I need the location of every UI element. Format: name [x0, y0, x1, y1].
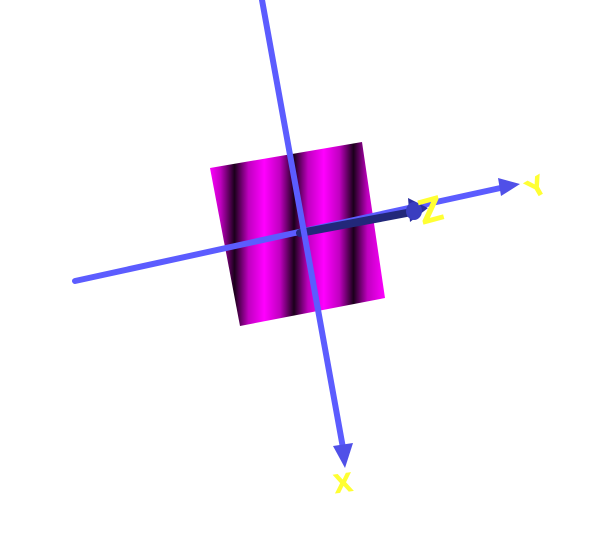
z-axis-line — [296, 208, 416, 237]
y-axis-arrowhead — [498, 178, 520, 196]
z-axis-label: Z — [414, 189, 448, 234]
y-axis-label: Y — [520, 170, 553, 206]
x-axis-arrowhead — [333, 443, 353, 468]
x-axis-line — [259, 0, 346, 451]
x-axis-label: X — [331, 468, 355, 500]
y-axis-line — [72, 184, 508, 284]
z-axis-tip — [406, 202, 422, 220]
